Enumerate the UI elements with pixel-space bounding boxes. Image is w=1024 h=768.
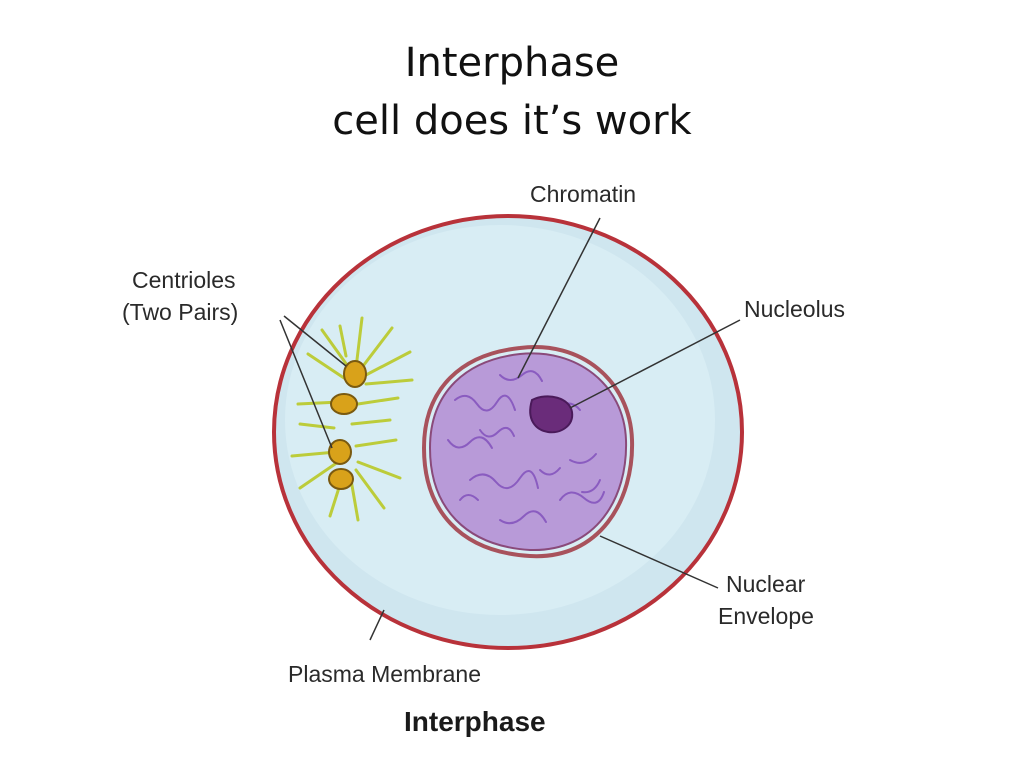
label-nucleolus: Nucleolus <box>744 296 845 322</box>
label-nuclear-line2: Envelope <box>718 603 814 629</box>
leader-lines <box>279 217 741 641</box>
nucleolus-leader <box>569 319 741 409</box>
label-nuclear-line1: Nuclear <box>726 571 806 597</box>
centriole-2 <box>330 393 358 415</box>
diagram-caption: Interphase <box>404 706 546 737</box>
centriole-4 <box>328 468 354 490</box>
centrioles <box>328 360 367 490</box>
nuclear-envelope-leader <box>599 535 719 589</box>
nuclear-envelope <box>421 345 635 559</box>
nucleus <box>428 352 628 552</box>
label-centrioles-line1: Centrioles <box>132 267 236 293</box>
chromatin-strands <box>447 370 605 525</box>
nucleolus <box>529 395 574 434</box>
title-line-1: Interphase <box>404 40 620 86</box>
label-plasma-membrane: Plasma Membrane <box>288 661 482 687</box>
slide-title: Interphase cell does it’s work <box>0 34 1024 150</box>
label-centrioles-line2: (Two Pairs) <box>122 299 239 325</box>
chromatin-leader <box>517 217 601 379</box>
label-chromatin: Chromatin <box>530 181 637 207</box>
title-line-2: cell does it’s work <box>332 98 692 144</box>
plasma-membrane-leader <box>369 609 385 641</box>
centrioles-leader-2 <box>279 319 333 449</box>
centrioles-leader-1 <box>283 315 347 367</box>
centriole-1 <box>343 360 367 388</box>
centriole-3 <box>328 439 352 465</box>
